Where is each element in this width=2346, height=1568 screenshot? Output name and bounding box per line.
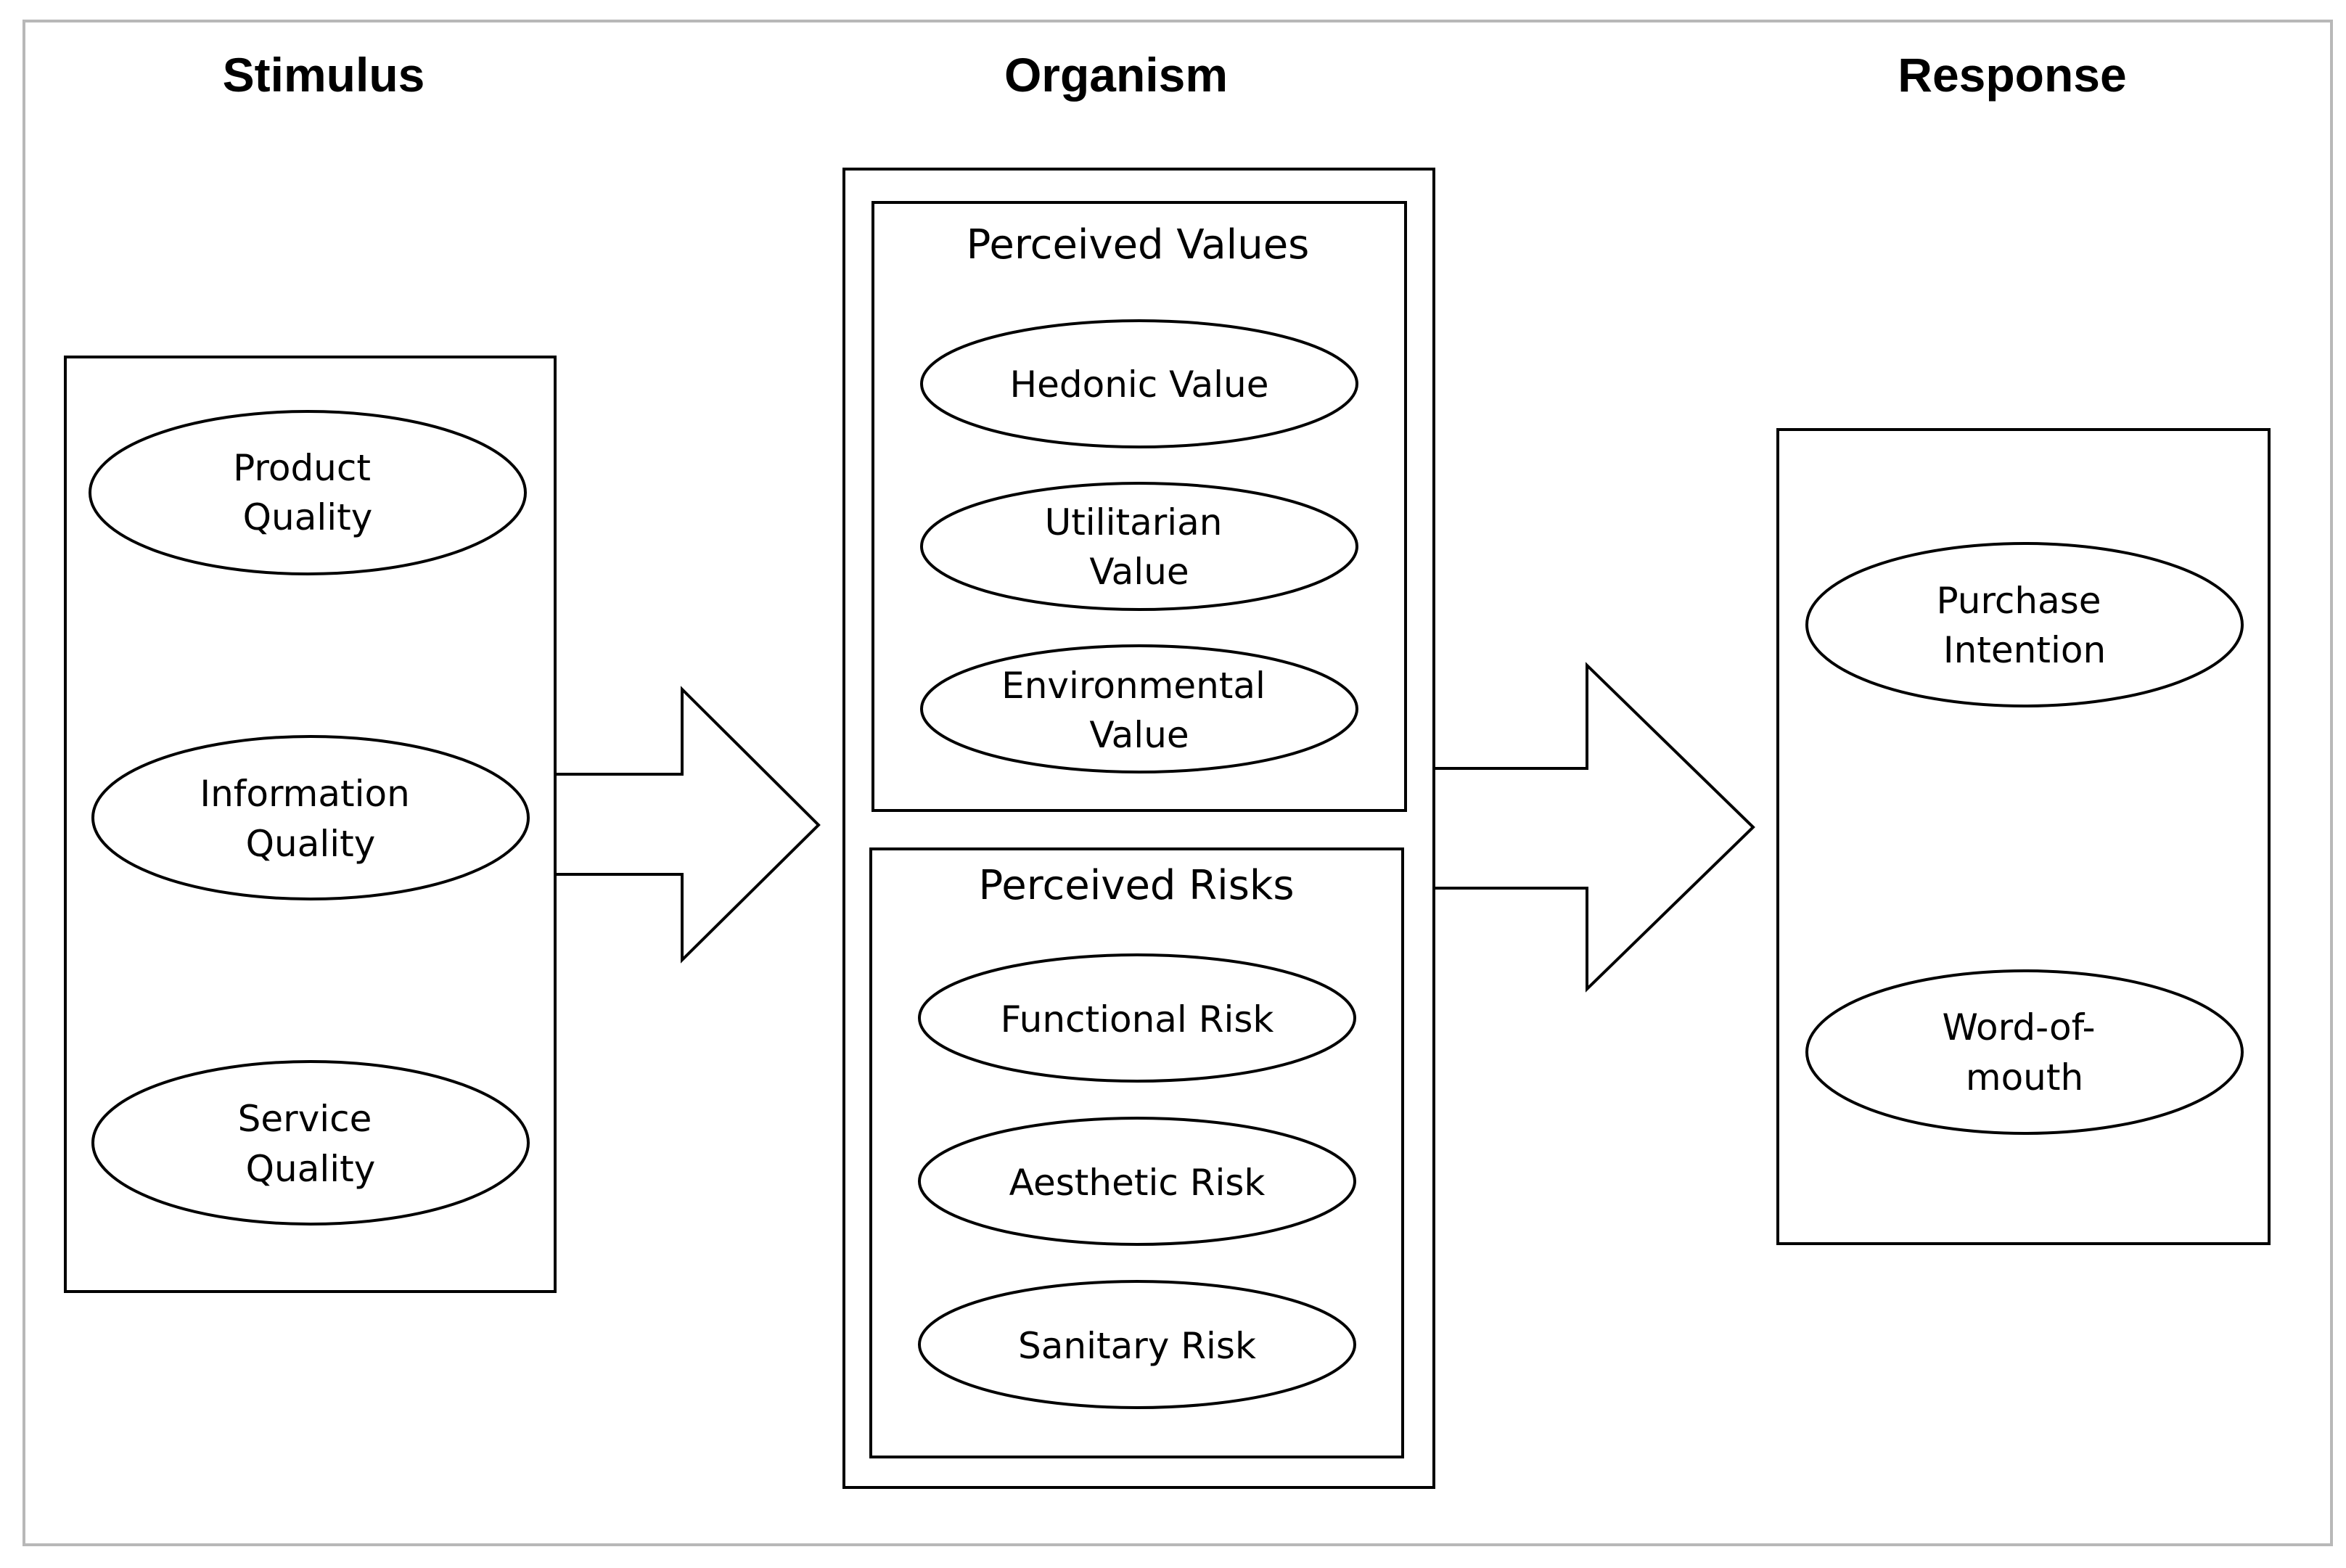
response-ellipse xyxy=(1805,969,2244,1135)
header-organism: Organism xyxy=(1004,48,1228,102)
risk-ellipse xyxy=(918,1280,1356,1409)
response-item-label: Word-of- mouth xyxy=(1943,1006,2107,1099)
stimulus-item-product-quality: Product Quality xyxy=(89,410,527,575)
value-item-label: Utilitarian Value xyxy=(1045,501,1234,593)
stimulus-item-service-quality: Service Quality xyxy=(91,1060,530,1226)
stimulus-item-information-quality: Information Quality xyxy=(91,735,530,900)
stimulus-ellipse xyxy=(91,735,530,900)
arrow-organism-to-response xyxy=(1432,662,1755,993)
risk-item-label: Functional Risk xyxy=(1001,998,1274,1040)
value-ellipse xyxy=(920,644,1358,773)
risk-ellipse xyxy=(918,1117,1356,1246)
perceived-values-title: Perceived Values xyxy=(967,221,1310,268)
risk-ellipse xyxy=(918,953,1356,1083)
value-item-utilitarian: Utilitarian Value xyxy=(920,482,1358,611)
value-ellipse xyxy=(920,482,1358,611)
header-response: Response xyxy=(1898,48,2126,102)
value-item-hedonic: Hedonic Value xyxy=(920,319,1358,448)
arrow-stimulus-to-organism xyxy=(554,686,821,964)
value-item-label: Environmental Value xyxy=(1001,665,1277,756)
stimulus-ellipse xyxy=(91,1060,530,1226)
value-item-label: Hedonic Value xyxy=(1010,364,1269,406)
stimulus-item-label: Service Quality xyxy=(238,1098,384,1190)
risk-item-sanitary: Sanitary Risk xyxy=(918,1280,1356,1409)
response-item-label: Purchase Intention xyxy=(1937,580,2113,671)
response-ellipse xyxy=(1805,542,2244,707)
risk-item-label: Sanitary Risk xyxy=(1018,1325,1256,1367)
response-item-purchase-intention: Purchase Intention xyxy=(1805,542,2244,707)
risk-item-functional: Functional Risk xyxy=(918,953,1356,1083)
stimulus-item-label: Product Quality xyxy=(233,447,382,538)
risk-item-label: Aesthetic Risk xyxy=(1009,1162,1266,1204)
risk-item-aesthetic: Aesthetic Risk xyxy=(918,1117,1356,1246)
stimulus-ellipse xyxy=(89,410,527,575)
header-stimulus: Stimulus xyxy=(223,48,425,102)
value-item-environmental: Environmental Value xyxy=(920,644,1358,773)
response-item-word-of-mouth: Word-of- mouth xyxy=(1805,969,2244,1135)
value-ellipse xyxy=(920,319,1358,448)
perceived-risks-title: Perceived Risks xyxy=(978,862,1294,909)
stimulus-item-label: Information Quality xyxy=(200,773,421,865)
